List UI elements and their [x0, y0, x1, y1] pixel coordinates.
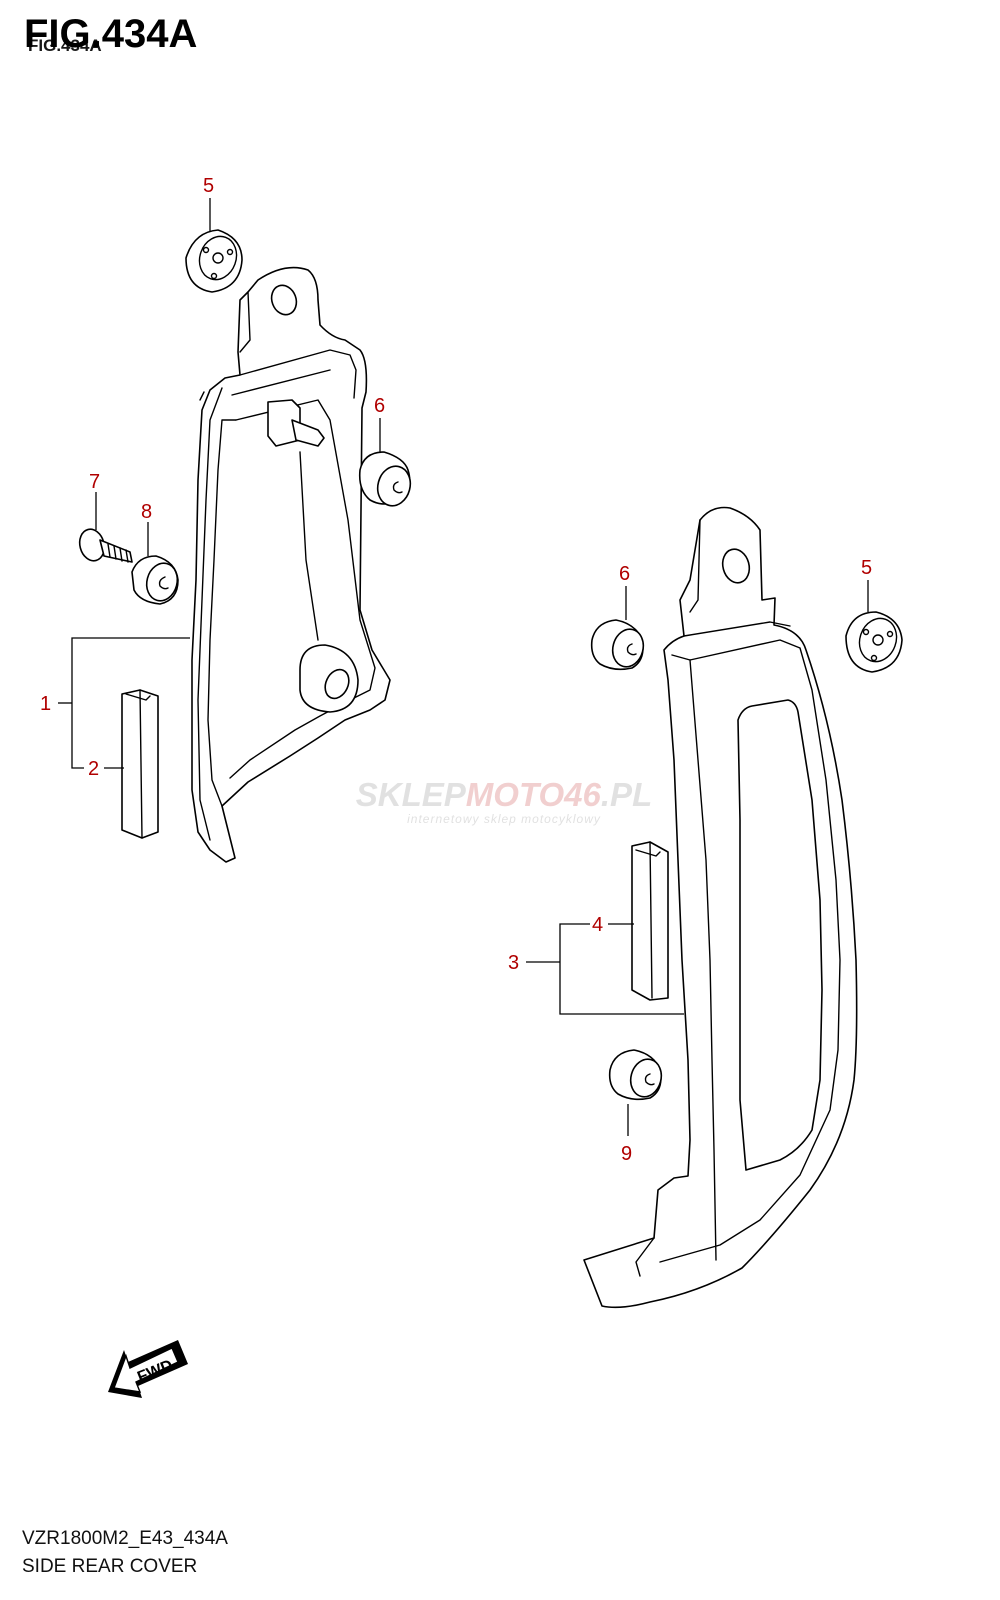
leader-lines [58, 198, 869, 1136]
figure-code: VZR1800M2_E43_434A [22, 1528, 228, 1549]
left-side-rear-cover [191, 266, 391, 863]
collar [131, 555, 179, 605]
callout-2: 2 [88, 758, 99, 780]
grommet-right [845, 611, 903, 673]
grommet-left [185, 229, 243, 293]
figure-title-ghost: FIG.434A [28, 36, 102, 55]
watermark-tagline: internetowy sklep motocyklowy [407, 812, 601, 826]
figure-name: SIDE REAR COVER [22, 1556, 198, 1577]
callout-6-left: 6 [374, 395, 385, 417]
cushion-left [358, 451, 412, 507]
watermark: SKLEPMOTO46.PL internetowy sklep motocyk… [318, 776, 690, 827]
callout-6-right: 6 [619, 563, 630, 585]
bolt [78, 528, 133, 563]
callout-3: 3 [508, 952, 519, 974]
tape-right [631, 841, 669, 1001]
tape-left [121, 689, 159, 839]
watermark-brand: SKLEPMOTO46.PL [355, 776, 653, 813]
right-side-rear-cover [583, 506, 858, 1309]
callout-5-right: 5 [861, 557, 872, 579]
callout-7: 7 [89, 471, 100, 493]
callout-1: 1 [40, 693, 51, 715]
callout-5-left: 5 [203, 175, 214, 197]
callout-9: 9 [621, 1143, 632, 1165]
cushion-right [590, 619, 645, 671]
cushion-bottom [608, 1049, 663, 1101]
fwd-arrow-icon: FWD [108, 1340, 188, 1398]
callout-4: 4 [592, 914, 603, 936]
figure-title: FIG.434A [24, 12, 198, 56]
callout-8: 8 [141, 501, 152, 523]
